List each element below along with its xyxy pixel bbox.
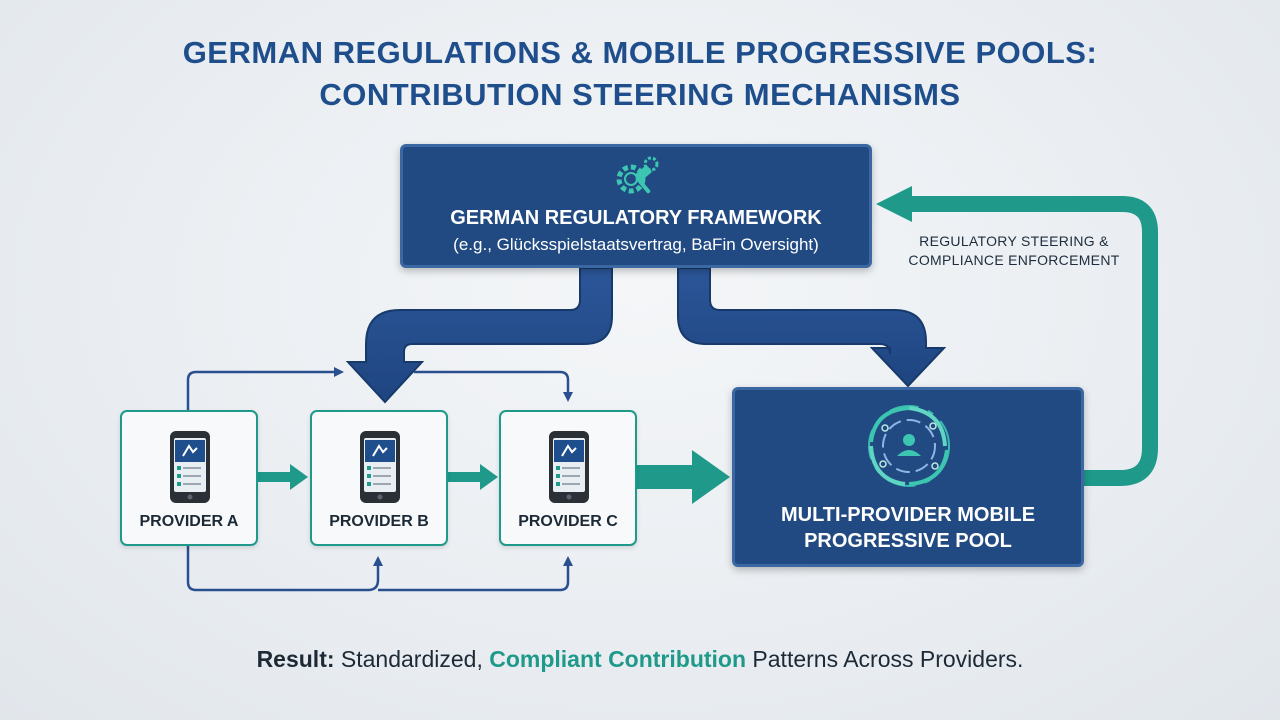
regulatory-framework-title: GERMAN REGULATORY FRAMEWORK bbox=[450, 207, 822, 229]
feedback-loop-arrow bbox=[908, 196, 1158, 486]
provider-a-bottom-connector bbox=[186, 546, 383, 592]
feedback-label-line-1: REGULATORY STEERING & bbox=[919, 233, 1109, 249]
regulatory-framework-subtitle: (e.g., Glücksspielstaatsvertrag, BaFin O… bbox=[453, 235, 819, 254]
regulator-to-pool-arrow bbox=[677, 267, 947, 388]
feedback-loop-arrowhead bbox=[876, 186, 912, 222]
provider-a-box: PROVIDER A bbox=[120, 410, 258, 546]
provider-a-label: PROVIDER A bbox=[139, 513, 239, 530]
result-highlight: Compliant Contribution bbox=[489, 646, 747, 672]
smartphone-icon bbox=[170, 431, 210, 503]
result-text-part-2: Patterns Across Providers. bbox=[746, 646, 1024, 672]
provider-c-label: PROVIDER C bbox=[518, 513, 618, 530]
result-text-part-1: Standardized, bbox=[334, 646, 490, 672]
feedback-label-line-2: COMPLIANCE ENFORCEMENT bbox=[908, 252, 1120, 268]
result-statement: Result: Standardized, Compliant Contribu… bbox=[0, 646, 1280, 673]
provider-a-to-b-arrow bbox=[258, 464, 308, 490]
provider-b-to-c-arrow bbox=[446, 464, 498, 490]
result-prefix: Result: bbox=[256, 646, 335, 672]
smartphone-icon bbox=[360, 431, 400, 503]
page-title: GERMAN REGULATIONS & MOBILE PROGRESSIVE … bbox=[0, 32, 1280, 116]
smartphone-icon bbox=[549, 431, 589, 503]
page-title-line-1: GERMAN REGULATIONS & MOBILE PROGRESSIVE … bbox=[182, 35, 1098, 70]
regulator-to-provider-b-arrow bbox=[345, 267, 613, 404]
network-swirl-icon bbox=[868, 405, 950, 487]
providers-to-pool-arrow bbox=[636, 450, 730, 504]
progressive-pool-title-line-2: PROGRESSIVE POOL bbox=[804, 530, 1012, 552]
provider-c-bottom-connector bbox=[378, 556, 573, 592]
provider-b-to-c-top-connector bbox=[414, 370, 573, 402]
feedback-label: REGULATORY STEERING & COMPLIANCE ENFORCE… bbox=[896, 232, 1132, 270]
progressive-pool-title-line-1: MULTI-PROVIDER MOBILE bbox=[780, 504, 1036, 526]
gavel-gear-icon bbox=[616, 156, 659, 194]
regulatory-framework-box: GERMAN REGULATORY FRAMEWORK (e.g., Glück… bbox=[400, 144, 872, 268]
provider-a-to-b-top-connector bbox=[186, 367, 344, 410]
provider-c-box: PROVIDER C bbox=[499, 410, 637, 546]
progressive-pool-title: MULTI-PROVIDER MOBILE PROGRESSIVE POOL bbox=[735, 502, 1081, 554]
provider-b-box: PROVIDER B bbox=[310, 410, 448, 546]
provider-b-label: PROVIDER B bbox=[329, 513, 429, 530]
page-title-line-2: CONTRIBUTION STEERING MECHANISMS bbox=[319, 77, 961, 112]
progressive-pool-box: MULTI-PROVIDER MOBILE PROGRESSIVE POOL bbox=[732, 387, 1084, 567]
